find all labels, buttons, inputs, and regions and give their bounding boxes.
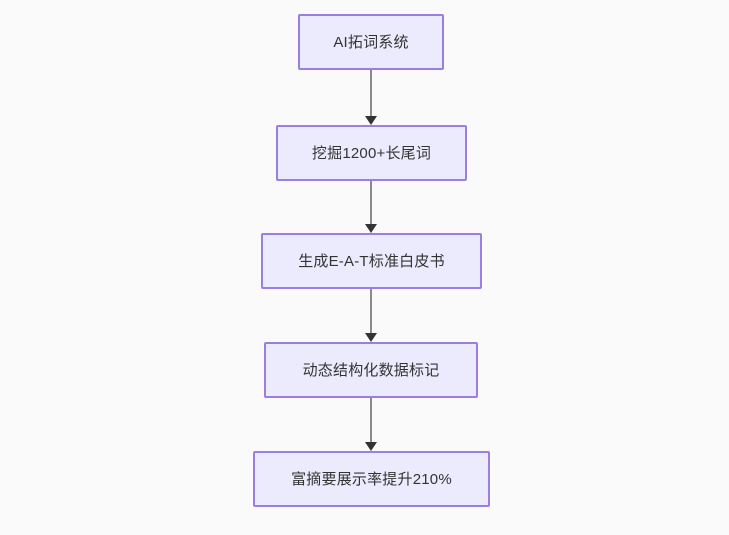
flow-node-dynamic-structured-data[interactable]: 动态结构化数据标记 <box>264 342 478 398</box>
flow-connector-2 <box>364 181 378 233</box>
flow-connector-3 <box>364 289 378 342</box>
arrowhead-icon <box>365 224 377 233</box>
flow-connector-4 <box>364 398 378 451</box>
flow-node-label: 富摘要展示率提升210% <box>291 470 452 488</box>
connector-line <box>370 181 372 227</box>
flow-node-label: 生成E-A-T标准白皮书 <box>298 252 445 270</box>
connector-line <box>370 398 372 445</box>
connector-line <box>370 289 372 336</box>
flow-node-ai-keyword-system[interactable]: AI拓词系统 <box>298 14 444 70</box>
flow-node-mine-longtail-keywords[interactable]: 挖掘1200+长尾词 <box>276 125 467 181</box>
flow-node-label: 挖掘1200+长尾词 <box>311 144 432 162</box>
arrowhead-icon <box>365 333 377 342</box>
flow-node-rich-snippet-uplift[interactable]: 富摘要展示率提升210% <box>253 451 490 507</box>
arrowhead-icon <box>365 116 377 125</box>
flow-connector-1 <box>364 70 378 125</box>
arrowhead-icon <box>365 442 377 451</box>
connector-line <box>370 70 372 119</box>
flow-node-label: AI拓词系统 <box>333 33 409 51</box>
flow-node-label: 动态结构化数据标记 <box>302 361 440 379</box>
flow-node-generate-eat-whitepaper[interactable]: 生成E-A-T标准白皮书 <box>261 233 482 289</box>
